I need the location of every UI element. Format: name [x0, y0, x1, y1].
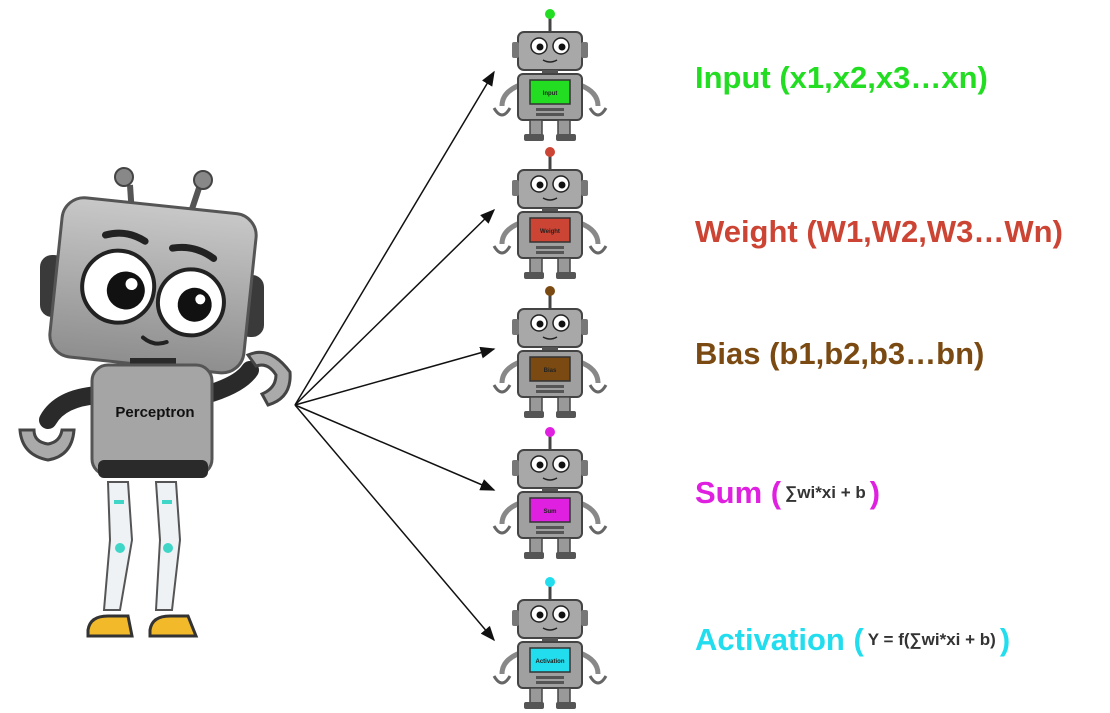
activation-formula: Y = f(∑wi*xi + b): [867, 630, 996, 650]
sum-formula: ∑wi*xi + b: [785, 483, 866, 503]
robot-screen: [529, 497, 571, 523]
wrench-hand-left: [18, 428, 76, 462]
robot-screen-label: Activation: [535, 659, 564, 665]
label-weight: Weight (W1,W2,W3…Wn): [695, 214, 1063, 249]
perceptron-robot: Perceptron: [18, 167, 292, 638]
antenna-light: [545, 427, 555, 437]
robot-screen: [529, 217, 571, 243]
robot-screen: [529, 79, 571, 105]
arrow-to-weight: [294, 208, 496, 406]
robot-head: [48, 196, 258, 375]
arrow-to-activation: [294, 404, 495, 642]
antenna-light: [545, 577, 555, 587]
arrow-to-bias: [294, 346, 496, 406]
robot-legs: [86, 481, 199, 638]
label-sum: Sum (∑wi*xi + b): [695, 475, 881, 510]
robot-weight: Weight: [492, 147, 608, 279]
label-activation: Activation (Y = f(∑wi*xi + b)): [695, 622, 1011, 657]
label-input: Input (x1,x2,x3…xn): [695, 60, 988, 95]
arrows: [294, 70, 496, 642]
robot-screen: [529, 647, 571, 673]
robot-screen-label: Bias: [544, 368, 557, 374]
robot-activation: Activation: [492, 577, 608, 709]
arrow-to-sum: [294, 404, 496, 491]
robot-screen-label: Sum: [543, 509, 556, 515]
robot-screen-label: Input: [543, 91, 558, 97]
antenna-light: [545, 9, 555, 19]
antenna-light: [545, 147, 555, 157]
label-bias: Bias (b1,b2,b3…bn): [695, 336, 985, 371]
robot-sum: Sum: [492, 427, 608, 559]
robot-screen: [529, 356, 571, 382]
robot-screen-label: Weight: [540, 229, 560, 235]
robot-input: Input: [492, 9, 608, 141]
robot-bias: Bias: [492, 286, 608, 418]
antenna-light: [545, 286, 555, 296]
perceptron-label: Perceptron: [115, 404, 194, 421]
wrench-hand-right: [245, 350, 292, 407]
arrow-to-input: [294, 70, 495, 406]
